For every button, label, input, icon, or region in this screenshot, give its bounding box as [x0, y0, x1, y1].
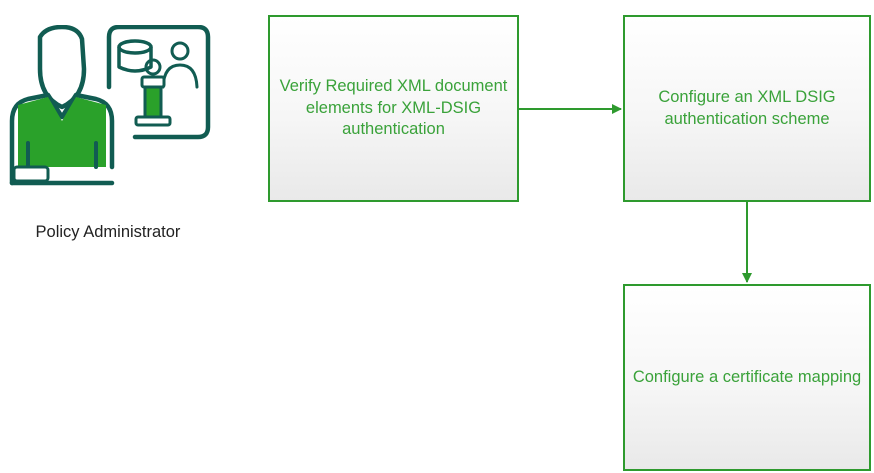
role-label: Policy Administrator: [35, 223, 181, 241]
step-label: Configure an XML DSIG authentication sch…: [658, 88, 836, 128]
step-configure-xml-dsig-scheme: Configure an XML DSIG authentication sch…: [623, 15, 871, 202]
step-verify-xml-elements: Verify Required XML document elements fo…: [268, 15, 519, 202]
policy-administrator-icon: [9, 25, 211, 186]
step-label: Verify Required XML document elements fo…: [279, 77, 508, 139]
step-configure-certificate-mapping: Configure a certificate mapping: [623, 284, 871, 471]
step-label: Configure a certificate mapping: [632, 367, 862, 386]
